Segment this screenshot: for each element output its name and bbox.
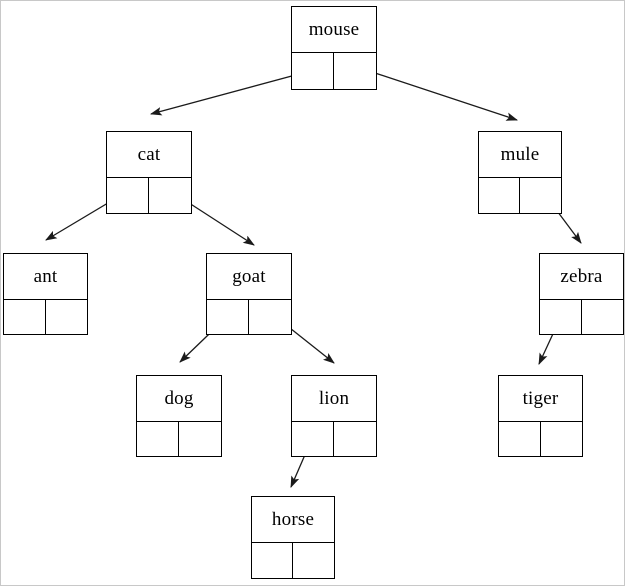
- tree-node-pointer-row: [252, 543, 334, 578]
- tree-node-mouse[interactable]: mouse: [291, 6, 377, 90]
- left-pointer-cell[interactable]: [479, 178, 520, 213]
- tree-node-label: cat: [107, 132, 191, 178]
- left-pointer-cell[interactable]: [540, 300, 582, 334]
- tree-node-cat[interactable]: cat: [106, 131, 192, 214]
- tree-node-label: mule: [479, 132, 561, 178]
- tree-node-pointer-row: [499, 422, 582, 456]
- tree-node-mule[interactable]: mule: [478, 131, 562, 214]
- right-pointer-cell[interactable]: [540, 422, 582, 456]
- tree-edge-mouse-right-mule: [356, 66, 518, 121]
- left-pointer-cell[interactable]: [292, 422, 334, 456]
- right-pointer-cell[interactable]: [293, 543, 334, 578]
- right-pointer-cell[interactable]: [334, 422, 376, 456]
- tree-node-zebra[interactable]: zebra: [539, 253, 624, 335]
- right-pointer-cell[interactable]: [45, 300, 87, 334]
- left-pointer-cell[interactable]: [4, 300, 46, 334]
- left-pointer-cell[interactable]: [252, 543, 293, 578]
- tree-node-label: goat: [207, 254, 291, 300]
- tree-node-lion[interactable]: lion: [291, 375, 377, 457]
- left-pointer-cell[interactable]: [107, 178, 149, 213]
- tree-edge-mouse-left-cat: [149, 69, 315, 116]
- tree-node-label: horse: [252, 497, 334, 543]
- left-pointer-cell[interactable]: [207, 300, 249, 334]
- tree-node-label: dog: [137, 376, 221, 422]
- right-pointer-cell[interactable]: [334, 53, 376, 89]
- tree-node-tiger[interactable]: tiger: [498, 375, 583, 457]
- tree-node-label: tiger: [499, 376, 582, 422]
- tree-node-pointer-row: [137, 422, 221, 456]
- tree-node-goat[interactable]: goat: [206, 253, 292, 335]
- right-pointer-cell[interactable]: [581, 300, 623, 334]
- left-pointer-cell[interactable]: [292, 53, 334, 89]
- tree-node-label: zebra: [540, 254, 623, 300]
- tree-node-ant[interactable]: ant: [3, 253, 88, 335]
- tree-node-label: lion: [292, 376, 376, 422]
- left-pointer-cell[interactable]: [137, 422, 179, 456]
- tree-node-pointer-row: [292, 53, 376, 89]
- right-pointer-cell[interactable]: [149, 178, 191, 213]
- tree-node-pointer-row: [479, 178, 561, 213]
- right-pointer-cell[interactable]: [179, 422, 221, 456]
- tree-node-dog[interactable]: dog: [136, 375, 222, 457]
- tree-node-pointer-row: [4, 300, 87, 334]
- tree-node-label: mouse: [292, 7, 376, 53]
- tree-node-horse[interactable]: horse: [251, 496, 335, 579]
- tree-node-pointer-row: [207, 300, 291, 334]
- right-pointer-cell[interactable]: [249, 300, 291, 334]
- right-pointer-cell[interactable]: [520, 178, 561, 213]
- tree-node-pointer-row: [292, 422, 376, 456]
- left-pointer-cell[interactable]: [499, 422, 541, 456]
- tree-node-pointer-row: [107, 178, 191, 213]
- tree-node-pointer-row: [540, 300, 623, 334]
- tree-node-label: ant: [4, 254, 87, 300]
